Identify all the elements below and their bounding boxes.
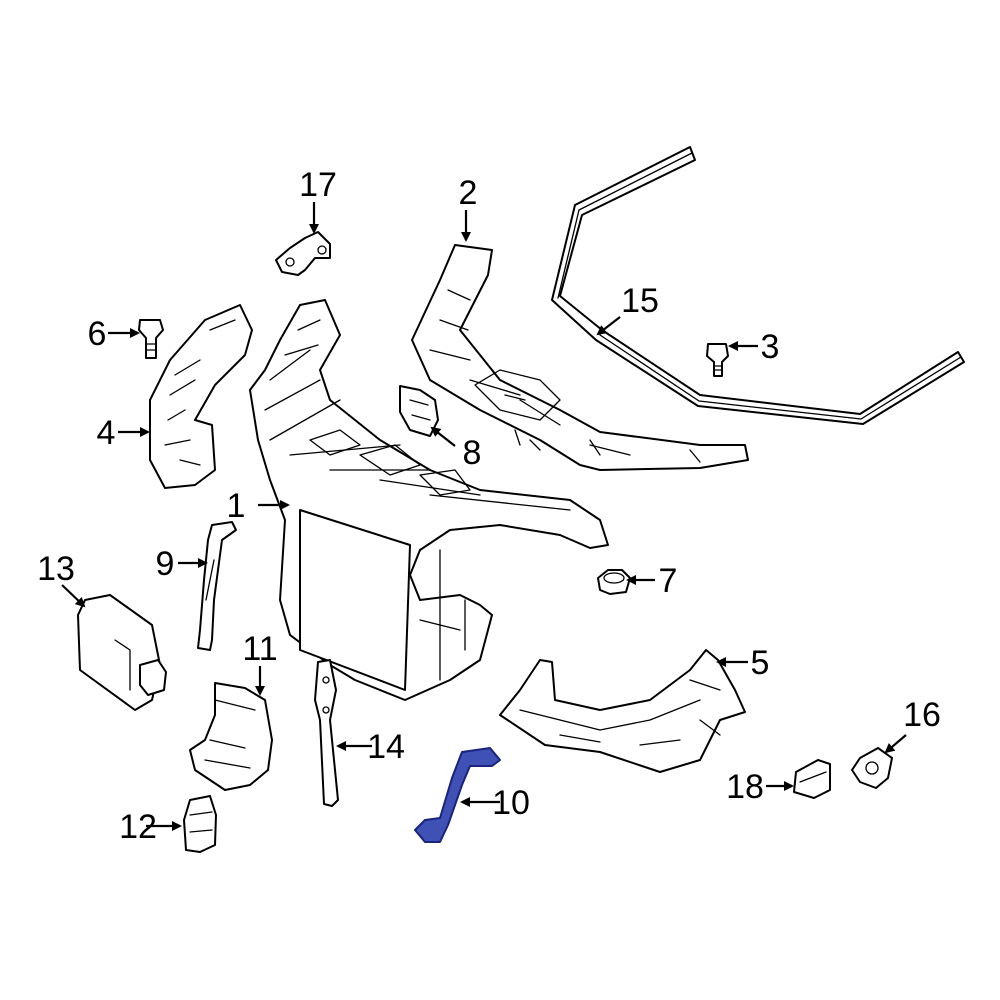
- part-10-bracket-highlighted[interactable]: [414, 747, 501, 843]
- callout-10[interactable]: 10: [492, 784, 530, 822]
- part-14-vertical-bar[interactable]: [314, 659, 339, 807]
- callout-8[interactable]: 8: [463, 434, 482, 472]
- callout-1[interactable]: 1: [227, 487, 246, 525]
- callout-15[interactable]: 15: [621, 282, 659, 320]
- callout-11[interactable]: 11: [242, 630, 277, 668]
- part-2-upper-reinforcement[interactable]: [411, 244, 749, 471]
- callout-3[interactable]: 3: [761, 328, 780, 366]
- callout-18[interactable]: 18: [726, 768, 764, 806]
- part-1-radiator-support[interactable]: [249, 299, 609, 701]
- callout-4[interactable]: 4: [97, 414, 116, 452]
- part-13-module[interactable]: [77, 594, 167, 711]
- part-3-bolt[interactable]: [706, 343, 729, 377]
- part-12-clip[interactable]: [183, 795, 217, 853]
- callout-7[interactable]: 7: [659, 562, 678, 600]
- part-17-bracket[interactable]: [275, 231, 331, 276]
- callout-12[interactable]: 12: [119, 808, 157, 846]
- callout-9[interactable]: 9: [156, 545, 175, 583]
- callout-14[interactable]: 14: [367, 728, 405, 766]
- callout-6[interactable]: 6: [88, 315, 107, 353]
- part-15-seal-strip[interactable]: [551, 146, 965, 425]
- part-18-clip[interactable]: [793, 759, 831, 799]
- callout-13[interactable]: 13: [37, 550, 75, 588]
- callout-17[interactable]: 17: [299, 166, 337, 204]
- part-5-lower-bracket[interactable]: [499, 649, 746, 773]
- part-7-clip-nut[interactable]: [597, 569, 631, 595]
- part-4-side-bracket[interactable]: [149, 304, 253, 489]
- callout-2[interactable]: 2: [459, 174, 478, 212]
- callout-arrows: [61, 202, 907, 831]
- part-16-clip[interactable]: [851, 747, 893, 789]
- callout-5[interactable]: 5: [751, 644, 770, 682]
- callout-16[interactable]: 16: [903, 696, 941, 734]
- callout-labels: 1 2 3 4 5 6 7 8 9 10 11 12 13 14 15 16 1…: [37, 166, 941, 846]
- part-11-air-deflector[interactable]: [189, 682, 273, 791]
- part-9-strut[interactable]: [197, 521, 237, 651]
- part-6-bolt[interactable]: [138, 319, 164, 359]
